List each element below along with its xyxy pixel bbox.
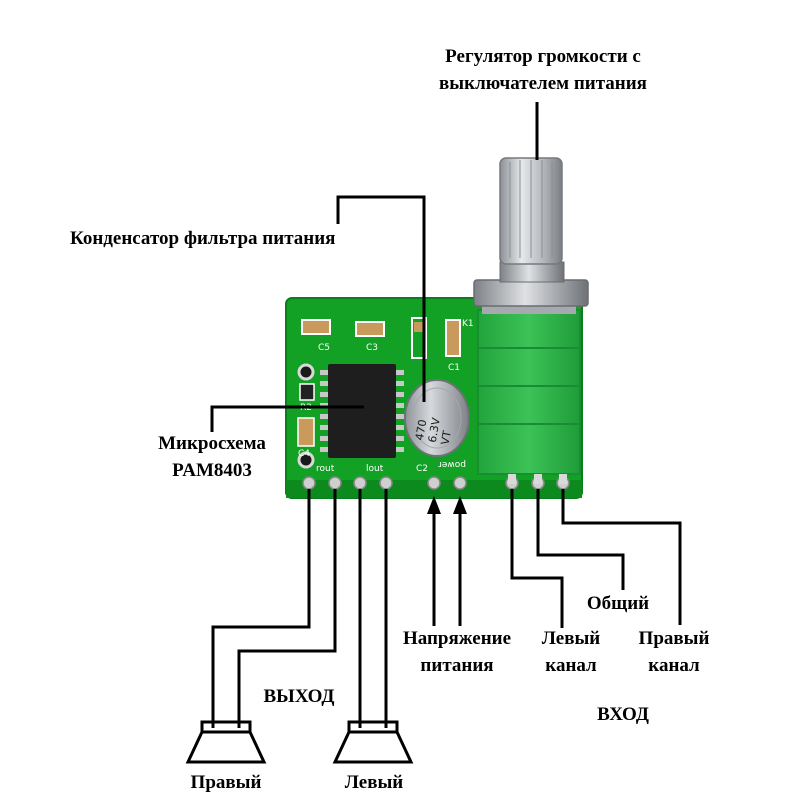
wire-input-left: [510, 489, 564, 628]
smd-component-k1: [411, 317, 427, 359]
mounting-hole: [297, 451, 315, 469]
label-right-channel-in: Правый канал: [620, 626, 728, 680]
label-volume-line1: Регулятор громкости с: [445, 46, 641, 67]
filter-capacitor: 470 6.3V VT: [404, 379, 470, 457]
label-common: Общий: [586, 593, 650, 614]
pot-body: [477, 309, 581, 475]
wire-input-common: [536, 489, 625, 590]
label-volume-line2: выключателем питания: [439, 72, 647, 94]
pad-power-minus: [427, 476, 441, 490]
leader-lines: [210, 102, 682, 728]
knob-knurling: [509, 160, 553, 258]
mark-power: power: [438, 459, 466, 469]
arrow-up-icon: [453, 496, 467, 514]
mark-c1: C1: [448, 363, 460, 373]
pad-power-plus: [453, 476, 467, 490]
right-speaker: [185, 720, 267, 764]
leader-capacitor: [336, 195, 426, 402]
wire-right-speaker-1: [211, 489, 311, 728]
smd-capacitor-c1: K1 C1: [445, 319, 474, 373]
label-right-speaker: Правый: [190, 772, 262, 793]
power-arrowheads: [427, 496, 467, 514]
label-filter-capacitor: Конденсатор фильтра питания: [70, 228, 336, 249]
cap-value-1: 470: [413, 418, 429, 441]
pot-thread: [499, 261, 565, 283]
pam8403-chip: [320, 364, 404, 458]
label-chip-line1: Микросхема: [158, 433, 266, 454]
mark-c2: C2: [416, 464, 428, 474]
left-speaker: [332, 720, 414, 764]
cap-value-2: 6.3V: [426, 416, 443, 443]
mark-rout: rout: [316, 464, 335, 474]
label-volume-regulator: Регулятор громкости с выключателем питан…: [408, 44, 678, 98]
smd-capacitor-c4: [297, 417, 315, 447]
label-power-line1: Напряжение: [402, 628, 512, 649]
arrow-up-icon: [427, 496, 441, 514]
pad-rout-plus: [302, 476, 316, 490]
mark-c3: C3: [366, 343, 378, 353]
cap-value-3: VT: [439, 429, 454, 446]
volume-potentiometer: [473, 157, 589, 484]
wire-input-right: [561, 489, 682, 625]
smd-resistor: [299, 383, 315, 401]
wire-right-speaker-2: [237, 489, 337, 728]
pad-lout-plus: [379, 476, 393, 490]
label-left-channel-in: Левый канал: [526, 626, 616, 680]
speaker-cone: [332, 730, 414, 764]
mark-lout: lout: [366, 464, 384, 474]
label-chip: Микросхема PAM8403: [134, 431, 290, 485]
label-input: ВХОД: [597, 704, 649, 725]
label-chip-line2: PAM8403: [172, 459, 252, 481]
label-right-channel-line1: Правый: [638, 628, 710, 649]
leader-chip: [210, 405, 364, 432]
smd-capacitor-c5: C5: [301, 319, 331, 353]
smd-capacitor-c3: C3: [355, 321, 385, 353]
label-left-channel-line2: канал: [545, 654, 597, 676]
mark-c5: C5: [318, 343, 330, 353]
mounting-hole: [297, 363, 315, 381]
label-left-channel-line1: Левый: [541, 628, 601, 649]
pot-nut: [473, 279, 589, 307]
mark-c4: C4: [298, 449, 310, 459]
label-power-line2: питания: [420, 654, 494, 676]
label-output: ВЫХОД: [263, 686, 335, 707]
label-right-channel-line2: канал: [648, 654, 700, 676]
speaker-cone: [185, 730, 267, 764]
pot-pins: [508, 474, 567, 484]
label-power-supply: Напряжение питания: [384, 626, 530, 680]
label-left-speaker: Левый: [344, 772, 404, 793]
mark-k1: K1: [462, 319, 474, 329]
pad-lout-minus: [353, 476, 367, 490]
pad-rout-minus: [328, 476, 342, 490]
